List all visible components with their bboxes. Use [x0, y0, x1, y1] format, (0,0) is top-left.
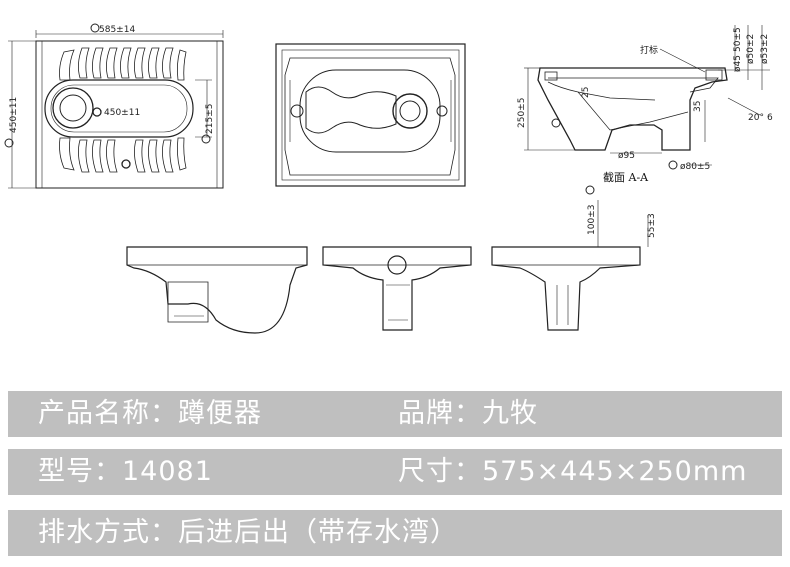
model: 型号：14081	[38, 456, 213, 487]
dim-total-height: 250±5	[517, 98, 527, 128]
dim-phi95: ø95	[618, 151, 635, 161]
dim-top-height: 450±11	[9, 97, 19, 133]
section-caption: 截面 A-A	[603, 170, 649, 184]
spec-band-3: 排水方式：后进后出（带存水湾）	[8, 510, 782, 556]
rear-elevation	[491, 200, 649, 331]
section-view	[524, 25, 770, 195]
dim-lip6: 6	[767, 113, 773, 123]
dim-h25: 25	[581, 87, 591, 98]
dim-top-width: 585±14	[99, 25, 135, 35]
dim-hole-dia: 450±11	[104, 108, 140, 118]
dim-hole-height: 215±5	[205, 104, 215, 134]
label-dabiao: 打标	[640, 44, 658, 56]
dim-d45: 50±5	[733, 27, 743, 52]
dim-angle: 20°	[748, 113, 764, 123]
drain-type: 排水方式：后进后出（带存水湾）	[38, 517, 458, 548]
dim-h100: 100±3	[587, 205, 597, 235]
spec-band-2: 型号：14081 尺寸：575×445×250mm	[8, 449, 782, 495]
size: 尺寸：575×445×250mm	[398, 456, 748, 487]
dim-phi45: ø45	[733, 55, 743, 72]
side-elevation	[126, 246, 308, 334]
spec-band-1: 产品名称：蹲便器 品牌：九牧	[8, 391, 782, 437]
dim-phi53: ø53±2	[760, 34, 770, 64]
front-elevation	[322, 246, 472, 331]
brand: 品牌：九牧	[398, 398, 538, 429]
dim-phi50: ø50±2	[746, 34, 756, 64]
technical-drawing: 585±14 450±11 450±11 215±5 250±5 50±5 ø4…	[4, 23, 773, 334]
dim-h55: 55±3	[647, 213, 657, 238]
dim-phi80: ø80±5	[680, 162, 710, 172]
dim-h35: 35	[693, 101, 703, 112]
bottom-view	[275, 43, 466, 187]
product-name: 产品名称：蹲便器	[38, 398, 262, 429]
top-view	[4, 23, 224, 189]
